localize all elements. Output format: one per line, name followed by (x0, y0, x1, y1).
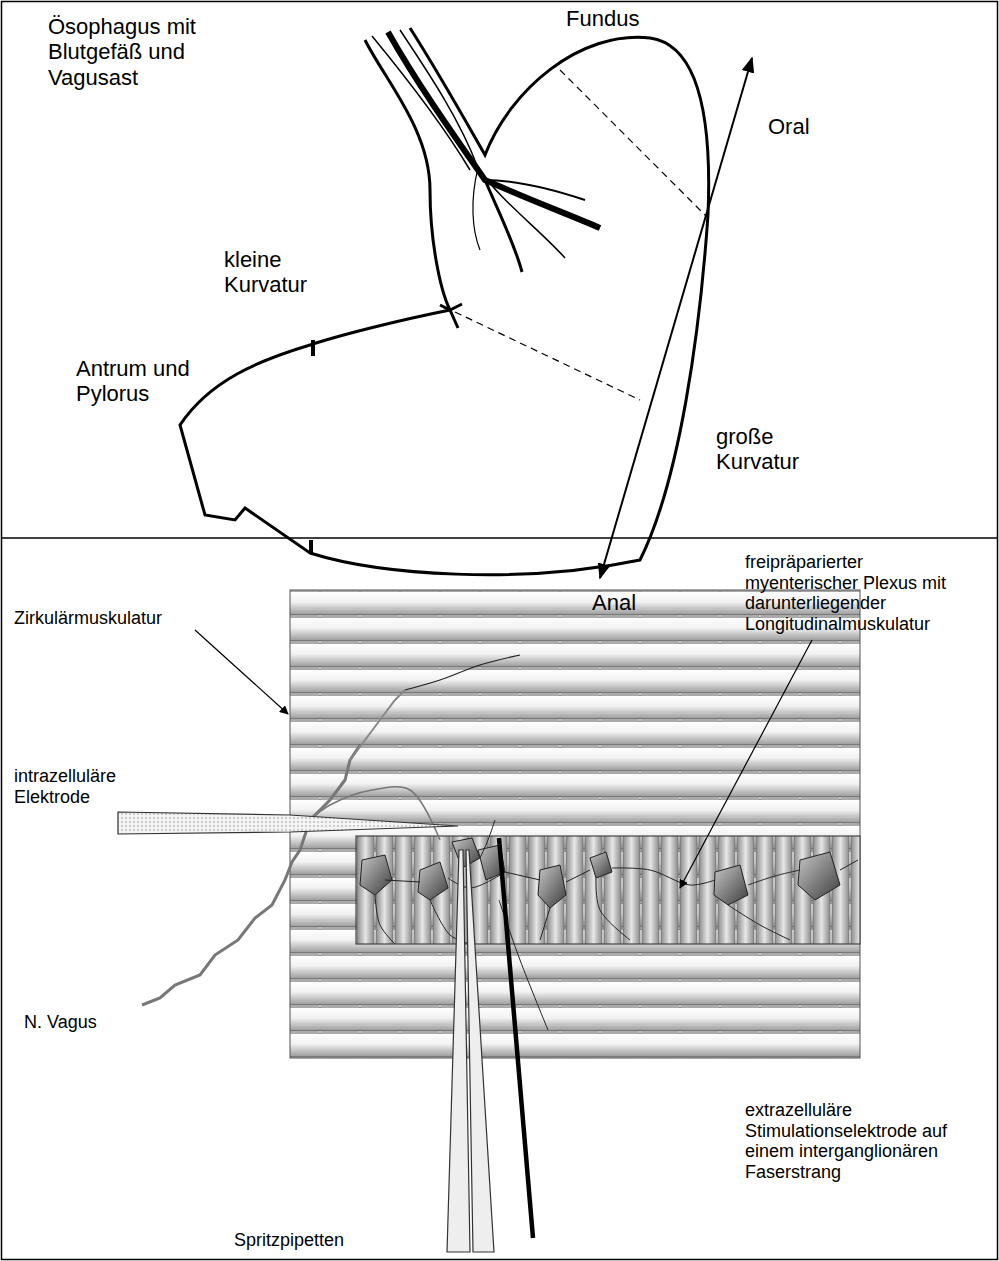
orientation-arrow (600, 58, 752, 578)
nerve-fibre (405, 655, 520, 690)
ganglion (590, 852, 612, 878)
intracellular-electrode (118, 812, 458, 834)
instrument-label: Spritzpipetten (234, 1230, 394, 1251)
pylorus-notch (309, 540, 313, 553)
nerve-fibre (480, 820, 495, 858)
nerve-fibre (728, 905, 790, 940)
instrument-label: extrazelluläre Stimulationselektrode auf… (745, 1100, 973, 1183)
region-label: Fundus (566, 6, 686, 31)
esophagus-wall (372, 36, 470, 170)
vagus-nerve (142, 745, 360, 1005)
region-label: große Kurvatur (716, 424, 826, 475)
ganglion (360, 855, 392, 895)
ganglion (798, 852, 840, 900)
leader-arrow (680, 640, 812, 888)
ganglion (538, 865, 566, 908)
nerve-fibre (375, 895, 395, 944)
stomach-outline (180, 28, 709, 575)
direction-label: Anal (592, 590, 672, 615)
vagus-branch (473, 168, 480, 250)
tissue-label: Zirkulärmuskulatur (14, 608, 214, 629)
cut-line (560, 70, 708, 218)
ganglion (714, 865, 748, 905)
ganglion (418, 862, 448, 900)
nerve-fibre (840, 860, 858, 870)
region-label: Antrum und Pylorus (76, 356, 216, 407)
vagus-branch (400, 30, 565, 258)
blood-vessel-branch (485, 180, 522, 272)
nerve-fibre (748, 870, 800, 885)
region-label: kleine Kurvatur (224, 247, 334, 298)
nerve-fibre (596, 878, 630, 940)
nerve-fibre (505, 872, 540, 880)
direction-label: Oral (768, 114, 848, 139)
vagus-nerve-branch (350, 690, 405, 760)
panel-divider (2, 537, 998, 539)
nerve-fibres (310, 655, 858, 1030)
nerve-fibre (448, 872, 505, 888)
organ-label: Ösophagus mit Blutgefäß und Vagusast (48, 14, 213, 90)
tissue-label: freipräparierter myenterischer Plexus mi… (745, 552, 963, 635)
curvature-vessel (440, 304, 462, 328)
ganglia (360, 838, 840, 908)
stimulation-electrode (499, 838, 533, 1238)
nerve-fibre (612, 868, 715, 885)
nerve-fibre (540, 908, 550, 940)
leader-arrow (195, 630, 288, 714)
instrument-label: intrazelluläre Elektrode (14, 766, 164, 807)
nerve-label: N. Vagus (24, 1012, 144, 1033)
nerve-fibre (566, 870, 590, 882)
nerve-fibre (385, 880, 420, 882)
blood-vessel-branch (485, 180, 585, 200)
pylorus-notch (311, 340, 315, 356)
spacer (528, 1160, 742, 1161)
myenteric-plexus-strip (356, 836, 860, 944)
injection-pipette (466, 850, 494, 1252)
nerve-fibre (310, 787, 440, 840)
cut-line (455, 312, 640, 400)
